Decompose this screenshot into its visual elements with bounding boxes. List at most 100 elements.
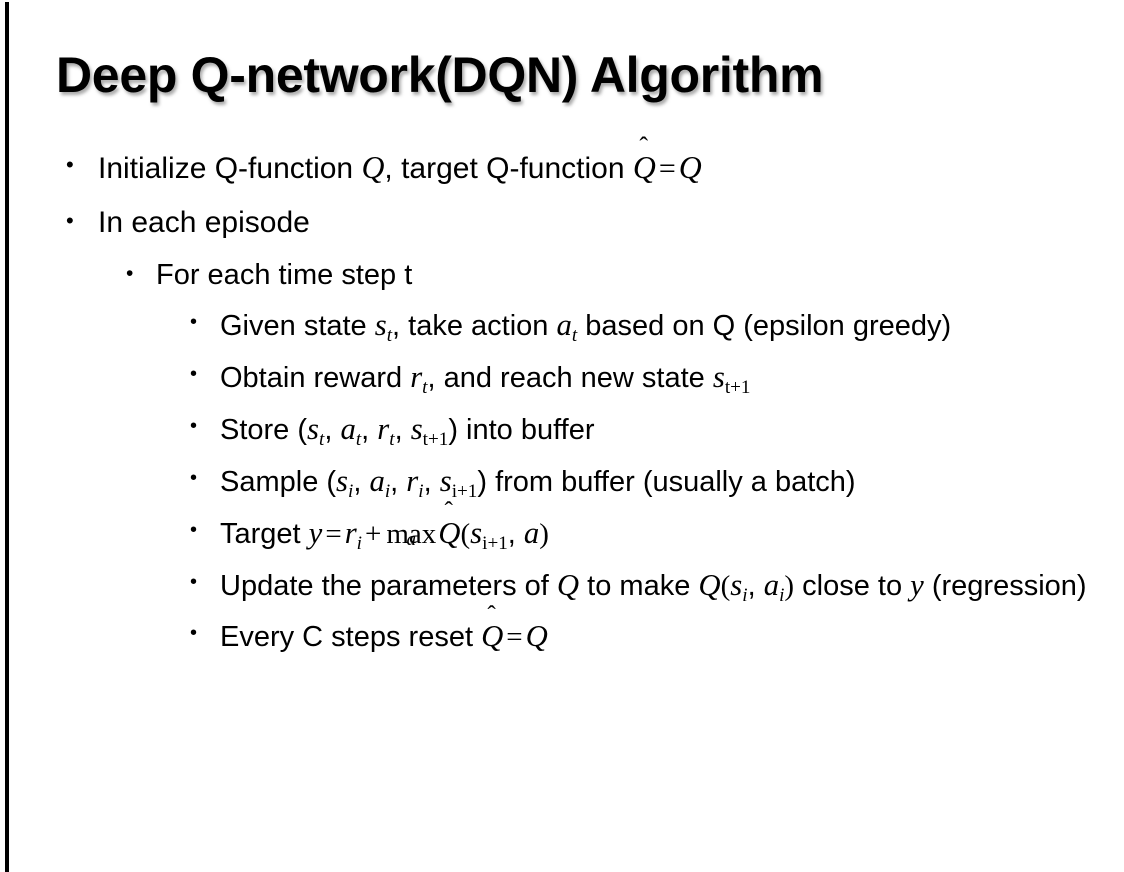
text-run: ) from buffer (usually a batch)	[477, 465, 856, 498]
math-var-a: a	[369, 463, 385, 498]
bullet-marker-icon: •	[66, 207, 74, 233]
math-subscript: t	[355, 429, 362, 451]
hat-accent-icon: ˆ	[444, 498, 453, 526]
math-var-q: Q	[678, 150, 702, 185]
math-base: Q	[438, 515, 461, 550]
math-var-s: s	[410, 412, 423, 446]
text-run: , target Q-function	[384, 152, 633, 185]
bullet-marker-icon: •	[190, 466, 198, 489]
math-paren-close: )	[784, 569, 795, 602]
math-subscript: t+1	[724, 377, 751, 399]
list-item: • Sample (si, ai, ri, si+1) from buffer …	[0, 459, 1124, 506]
math-var-a: a	[556, 308, 572, 343]
text-run: , take action	[392, 310, 557, 343]
bullet-marker-icon: •	[190, 311, 198, 334]
math-var-q: Q	[361, 150, 385, 185]
text-run: Target	[220, 517, 309, 550]
math-sep: ,	[361, 414, 378, 446]
text-run: Initialize Q-function	[98, 152, 362, 185]
math-subscript: i	[742, 584, 748, 606]
math-var-y: y	[308, 515, 323, 550]
list-item: • Obtain reward rt, and reach new state …	[0, 355, 1124, 402]
bullet-marker-icon: •	[126, 262, 134, 286]
math-subscript: t	[571, 325, 578, 347]
list-item: • Update the parameters of Q to make Q(s…	[0, 563, 1124, 610]
math-equals: =	[325, 517, 342, 550]
math-paren-close: )	[539, 517, 549, 550]
math-equals: =	[506, 621, 523, 654]
math-var-q: Q	[556, 567, 580, 602]
text-run: based on Q (epsilon greedy)	[577, 310, 952, 343]
math-op-underscript: a	[406, 528, 417, 550]
list-item-text: Store (st, at, rt, st+1) into buffer	[220, 407, 1104, 454]
list-item: • Initialize Q-function Q, target Q-func…	[0, 133, 1124, 190]
list-item-text: Obtain reward rt, and reach new state st…	[220, 355, 1104, 402]
math-subscript: i	[348, 480, 354, 502]
math-subscript: t	[422, 377, 428, 399]
text-run: close to	[794, 569, 911, 602]
math-var-r: r	[344, 515, 357, 550]
math-equals: =	[658, 152, 676, 185]
math-subscript: i	[384, 480, 391, 502]
math-op-name: max	[386, 517, 437, 550]
list-item: • Given state st, take action at based o…	[0, 303, 1124, 350]
bullet-marker-icon: •	[190, 415, 198, 437]
list-item-text: Sample (si, ai, ri, si+1) from buffer (u…	[220, 459, 1104, 506]
left-border-rule	[5, 2, 9, 872]
list-item-text: For each time step t	[156, 259, 413, 292]
math-var-a: a	[523, 515, 540, 550]
math-var-r: r	[406, 463, 419, 498]
list-item-text: Given state st, take action at based on …	[220, 303, 1104, 350]
hat-accent-icon: ˆ	[487, 601, 496, 629]
math-var-s: s	[307, 412, 319, 446]
math-var-y: y	[910, 567, 924, 602]
math-var-s: s	[730, 567, 743, 602]
math-var-s: s	[470, 515, 483, 550]
list-item: • Store (st, at, rt, st+1) into buffer	[0, 407, 1124, 454]
math-sep: ,	[747, 569, 764, 602]
math-paren-open: (	[720, 569, 731, 602]
page-title: Deep Q-network(DQN) Algorithm	[56, 47, 824, 103]
math-subscript: t	[386, 325, 393, 347]
bullet-list: • Initialize Q-function Q, target Q-func…	[0, 133, 1124, 664]
math-subscript: i	[418, 480, 424, 502]
text-run: , and reach new state	[427, 362, 713, 395]
math-base: Q	[481, 619, 504, 654]
math-subscript: i+1	[482, 532, 508, 554]
list-item-text: Update the parameters of Q to make Q(si,…	[220, 563, 1104, 610]
list-item-text: In each episode	[98, 205, 310, 239]
math-var-q: Q	[525, 619, 548, 654]
math-subscript: i+1	[451, 480, 478, 502]
bullet-marker-icon: •	[66, 152, 74, 177]
text-run: Every C steps reset	[220, 621, 482, 654]
math-var-a: a	[763, 567, 780, 602]
bullet-marker-icon: •	[190, 622, 198, 645]
list-item: • In each episode	[0, 202, 1124, 243]
text-run: Update the parameters of	[220, 569, 557, 602]
math-var-a: a	[340, 412, 356, 446]
text-run: Sample (	[220, 465, 337, 498]
math-var-s: s	[336, 463, 349, 498]
list-item: • For each time step t	[0, 255, 1124, 295]
math-subscript: i	[356, 532, 362, 554]
text-run: ) into buffer	[448, 414, 595, 446]
math-subscript: t	[319, 429, 325, 451]
math-subscript: i	[779, 584, 785, 606]
list-item-text: Initialize Q-function Q, target Q-functi…	[98, 133, 1124, 190]
math-sep: ,	[353, 465, 370, 498]
math-var-s: s	[374, 308, 387, 343]
hat-accent-icon: ˆ	[639, 132, 649, 162]
math-paren-open: (	[460, 517, 471, 550]
text-run: Obtain reward	[220, 362, 411, 395]
math-sep: ,	[394, 414, 411, 446]
math-sep: ,	[507, 517, 524, 550]
math-var-s: s	[712, 360, 725, 395]
math-plus: +	[364, 517, 382, 550]
math-subscript: t+1	[422, 429, 449, 451]
